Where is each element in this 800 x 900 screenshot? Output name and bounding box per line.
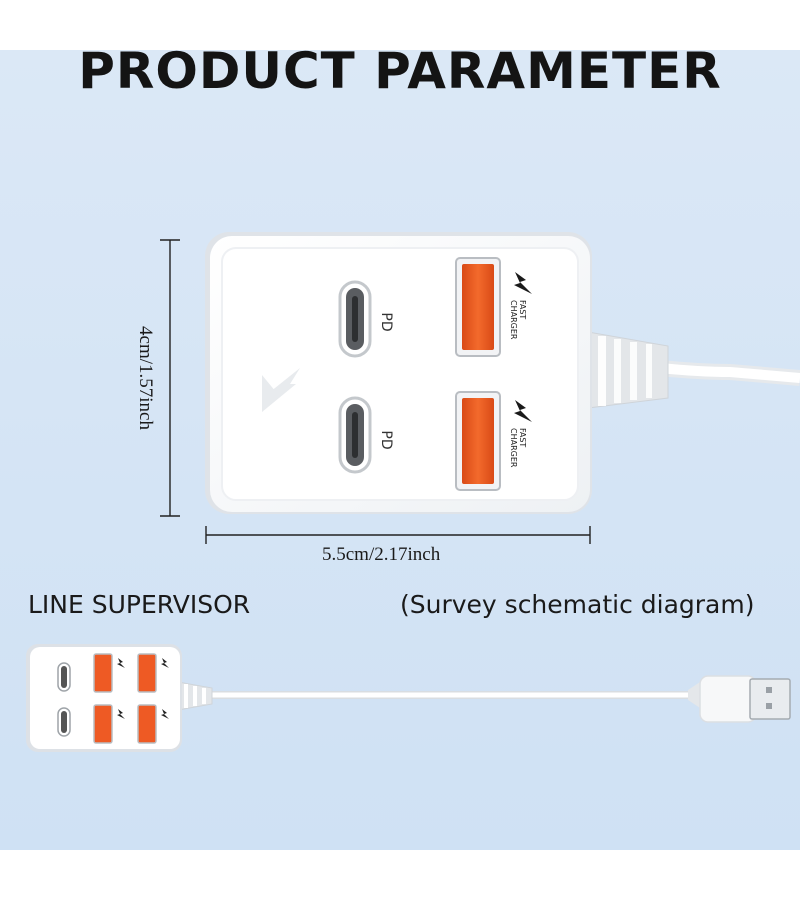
fast-label-top: FAST <box>518 300 527 319</box>
pd-label-top: PD <box>378 312 394 331</box>
schematic-usb-a-port-4 <box>137 704 157 744</box>
schematic-bolt-icon-3 <box>117 709 125 719</box>
usb-a-port-bottom <box>455 391 501 491</box>
schematic-usb-c-inner-top <box>61 666 67 688</box>
survey-label: (Survey schematic diagram) <box>400 590 755 619</box>
schematic-usb-a-port-2 <box>137 653 157 693</box>
fast-label-bottom: FAST <box>518 428 527 447</box>
charger-label-top: CHARGER <box>509 300 518 340</box>
charger-label-bottom: CHARGER <box>509 428 518 468</box>
schematic-bolt-icon-4 <box>161 709 169 719</box>
main-cable <box>659 360 800 386</box>
usb-c-port-bottom <box>338 396 372 474</box>
schematic-usb-a-port-1 <box>93 653 113 693</box>
fast-charge-bolt-icon-bottom <box>514 400 532 422</box>
hub-body <box>205 232 592 514</box>
usb-a-port-top <box>455 257 501 357</box>
width-dimension-label: 5.5cm/2.17inch <box>322 544 441 565</box>
usb-c-port-top <box>338 280 372 358</box>
schematic-bolt-icon-1 <box>117 658 125 668</box>
fast-charge-bolt-icon-top <box>514 272 532 294</box>
schematic-bolt-icon-2 <box>161 658 169 668</box>
strain-relief <box>587 331 669 409</box>
schematic-strain-relief <box>177 681 213 711</box>
lightning-icon <box>262 368 300 412</box>
page-title: PRODUCT PARAMETER <box>78 42 722 100</box>
height-dimension-line <box>160 239 180 517</box>
pd-label-bottom: PD <box>378 430 394 449</box>
line-supervisor-label: LINE SUPERVISOR <box>28 590 251 619</box>
height-dimension-label: 4cm/1.57inch <box>135 326 156 430</box>
schematic-usb-c-inner-bottom <box>61 711 67 733</box>
width-dimension-line <box>205 526 591 544</box>
usb-a-plug <box>688 675 791 723</box>
schematic-usb-a-port-3 <box>93 704 113 744</box>
